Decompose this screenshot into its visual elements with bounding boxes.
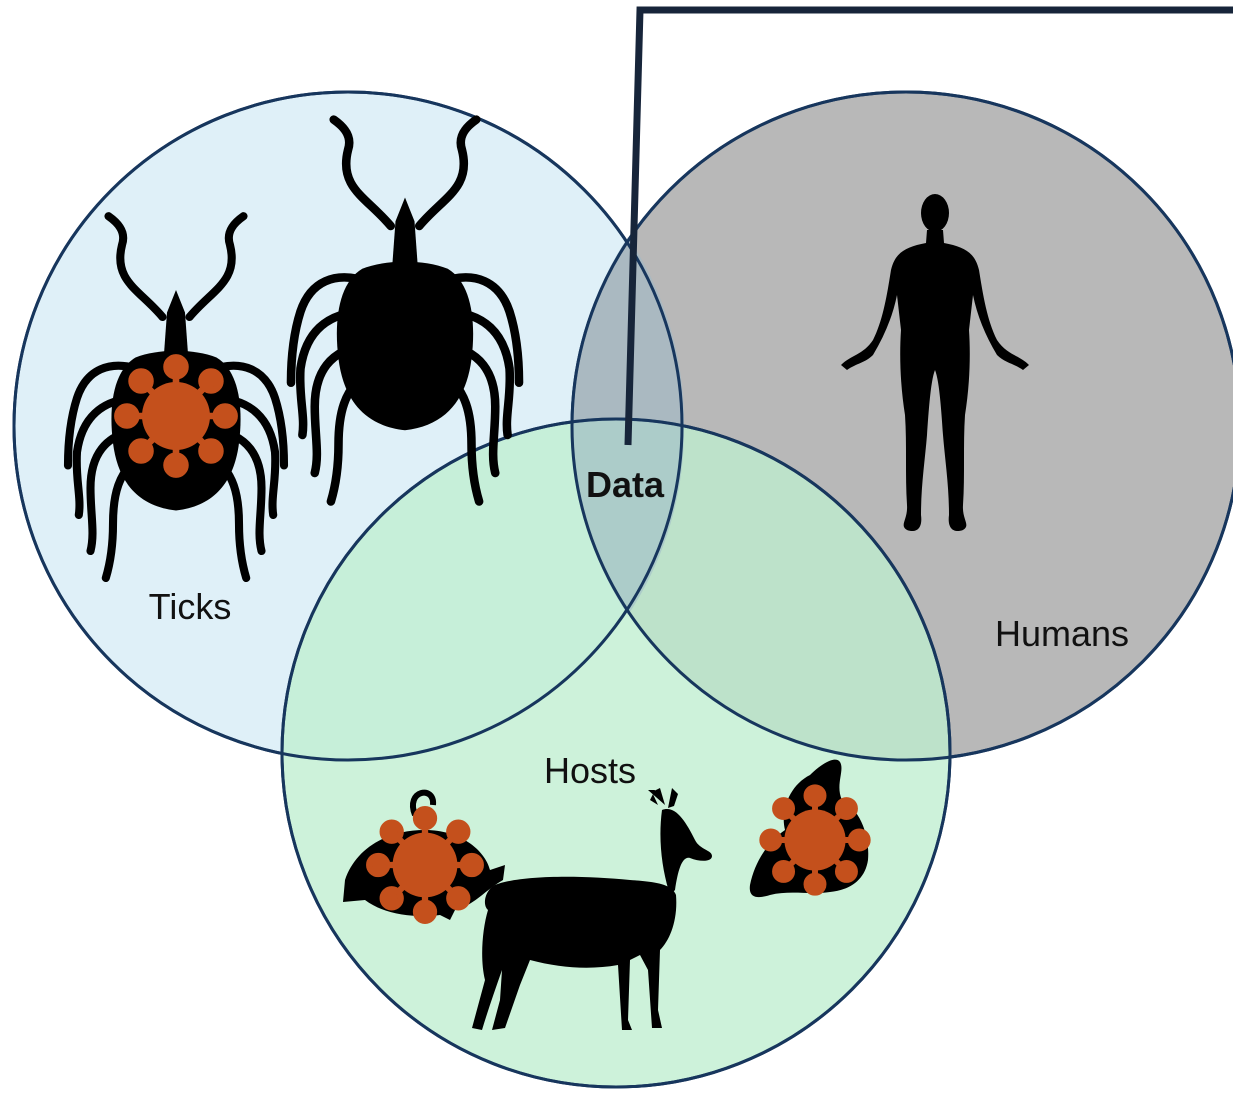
data-center-label: Data xyxy=(586,464,665,505)
ticks-label: Ticks xyxy=(149,586,232,627)
hosts-label: Hosts xyxy=(544,750,636,791)
humans-label: Humans xyxy=(995,613,1129,654)
